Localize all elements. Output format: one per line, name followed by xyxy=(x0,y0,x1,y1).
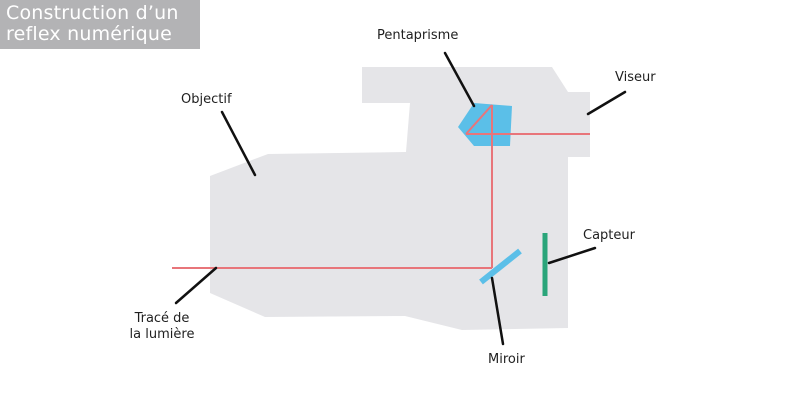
label-capteur: Capteur xyxy=(583,228,635,243)
camera-body xyxy=(210,67,590,330)
leader-trace xyxy=(174,266,218,305)
pentaprism xyxy=(458,103,512,146)
leader-lines xyxy=(174,51,627,346)
leader-pentaprisme xyxy=(443,51,476,108)
mirror xyxy=(479,248,522,285)
label-objectif: Objectif xyxy=(181,92,232,107)
label-trace-line-1: Tracé de xyxy=(134,311,190,326)
label-trace-line-2: la lumière xyxy=(129,327,195,342)
leader-capteur xyxy=(547,246,597,265)
leader-viseur xyxy=(586,90,627,116)
label-trace-de-la-lumiere: Tracé de la lumière xyxy=(112,311,212,343)
light-path-prism-diagonal xyxy=(465,104,493,135)
light-path xyxy=(172,104,590,269)
leader-miroir xyxy=(490,276,505,346)
title-box: Construction d’un reflex numérique xyxy=(0,0,200,49)
label-pentaprisme: Pentaprisme xyxy=(377,28,459,43)
title-line-1: Construction d’un xyxy=(6,2,179,24)
leader-objectif xyxy=(220,110,257,177)
label-viseur: Viseur xyxy=(615,70,656,85)
label-miroir: Miroir xyxy=(488,352,525,367)
title-line-2: reflex numérique xyxy=(6,23,173,45)
